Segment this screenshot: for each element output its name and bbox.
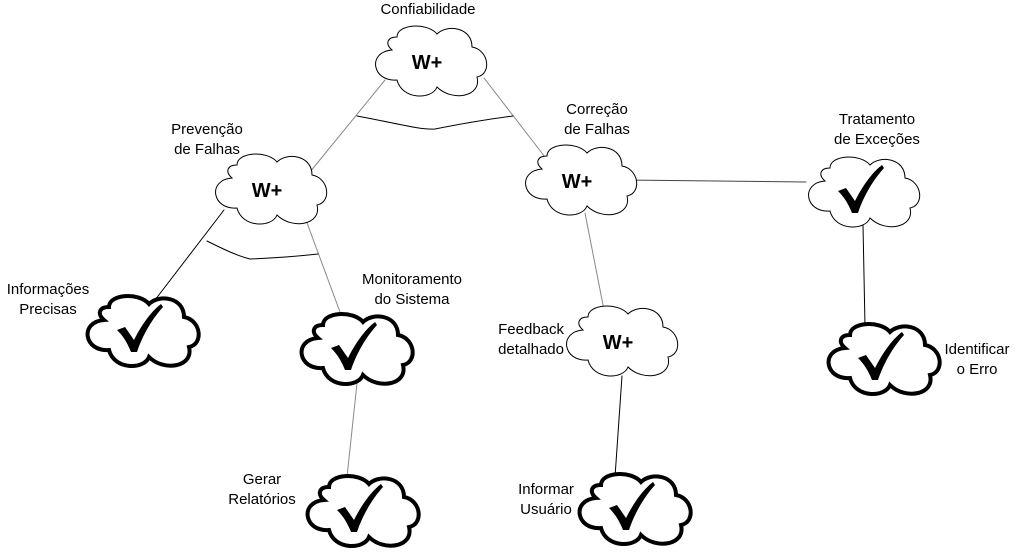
label-feedback: Feedback detalhado [470, 320, 564, 360]
label-line: Gerar [242, 471, 282, 488]
label-line: Confiabilidade [380, 1, 476, 18]
and-arc-prevencao [206, 240, 319, 260]
link-feedback-informar [614, 375, 623, 478]
badge-w-plus: W+ [412, 52, 443, 74]
label-informar: Informar Usuário [500, 480, 592, 520]
label-line: Relatórios [228, 491, 296, 508]
label-line: de Exceções [834, 131, 920, 148]
label-line: Identificar [944, 341, 1010, 358]
label-line: de Falhas [174, 141, 240, 158]
label-line: Correção [566, 101, 628, 118]
label-line: Prevenção [171, 121, 243, 138]
link-monitoramento-relatorios [346, 382, 358, 478]
link-confiabilidade-prevencao [309, 79, 386, 173]
label-line: Informações [6, 281, 90, 298]
link-confiabilidade-correcao [483, 77, 546, 158]
softgoal-tratamento[interactable] [808, 156, 921, 228]
label-line: Feedback [498, 321, 564, 338]
softgoal-monitoramento[interactable] [299, 312, 415, 387]
label-prevencao: Prevenção de Falhas [147, 120, 267, 160]
link-correcao-tratamento [626, 179, 807, 183]
label-line: do Sistema [374, 291, 450, 308]
link-prevencao-informacoes [154, 209, 225, 301]
label-line: o Erro [956, 361, 998, 378]
links [154, 77, 866, 478]
badge-w-plus: W+ [252, 180, 283, 202]
label-confiabilidade: Confiabilidade [368, 0, 488, 20]
label-monitoramento: Monitoramento do Sistema [347, 270, 477, 310]
label-line: detalhado [498, 341, 564, 358]
label-line: Monitoramento [361, 271, 463, 288]
link-correcao-feedback [584, 212, 605, 311]
label-informacoes: Informações Precisas [0, 280, 96, 320]
link-tratamento-identificar [862, 224, 866, 327]
softgoal-correcao[interactable]: W+ [525, 144, 638, 216]
label-tratamento: Tratamento de Exceções [812, 110, 942, 150]
and-arc-confiabilidade [356, 115, 514, 130]
label-line: de Falhas [564, 121, 630, 138]
softgoal-informar[interactable] [577, 472, 693, 547]
label-line: Usuário [520, 501, 572, 518]
softgoal-identificar[interactable] [826, 322, 942, 397]
label-line: Informar [518, 481, 574, 498]
softgoal-relatorios[interactable] [305, 474, 421, 549]
label-line: Tratamento [838, 111, 916, 128]
link-prevencao-monitoramento [302, 211, 341, 313]
softgoal-confiabilidade[interactable]: W+ [375, 25, 488, 97]
softgoal-informacoes[interactable] [85, 294, 201, 369]
softgoal-prevencao[interactable]: W+ [215, 153, 328, 225]
badge-w-plus: W+ [562, 171, 593, 193]
label-relatorios: Gerar Relatórios [216, 470, 308, 510]
badge-w-plus: W+ [603, 332, 634, 354]
label-line: Precisas [19, 301, 77, 318]
softgoal-feedback[interactable]: W+ [566, 305, 679, 377]
label-identificar: Identificar o Erro [937, 340, 1015, 380]
label-correcao: Correção de Falhas [537, 100, 657, 140]
